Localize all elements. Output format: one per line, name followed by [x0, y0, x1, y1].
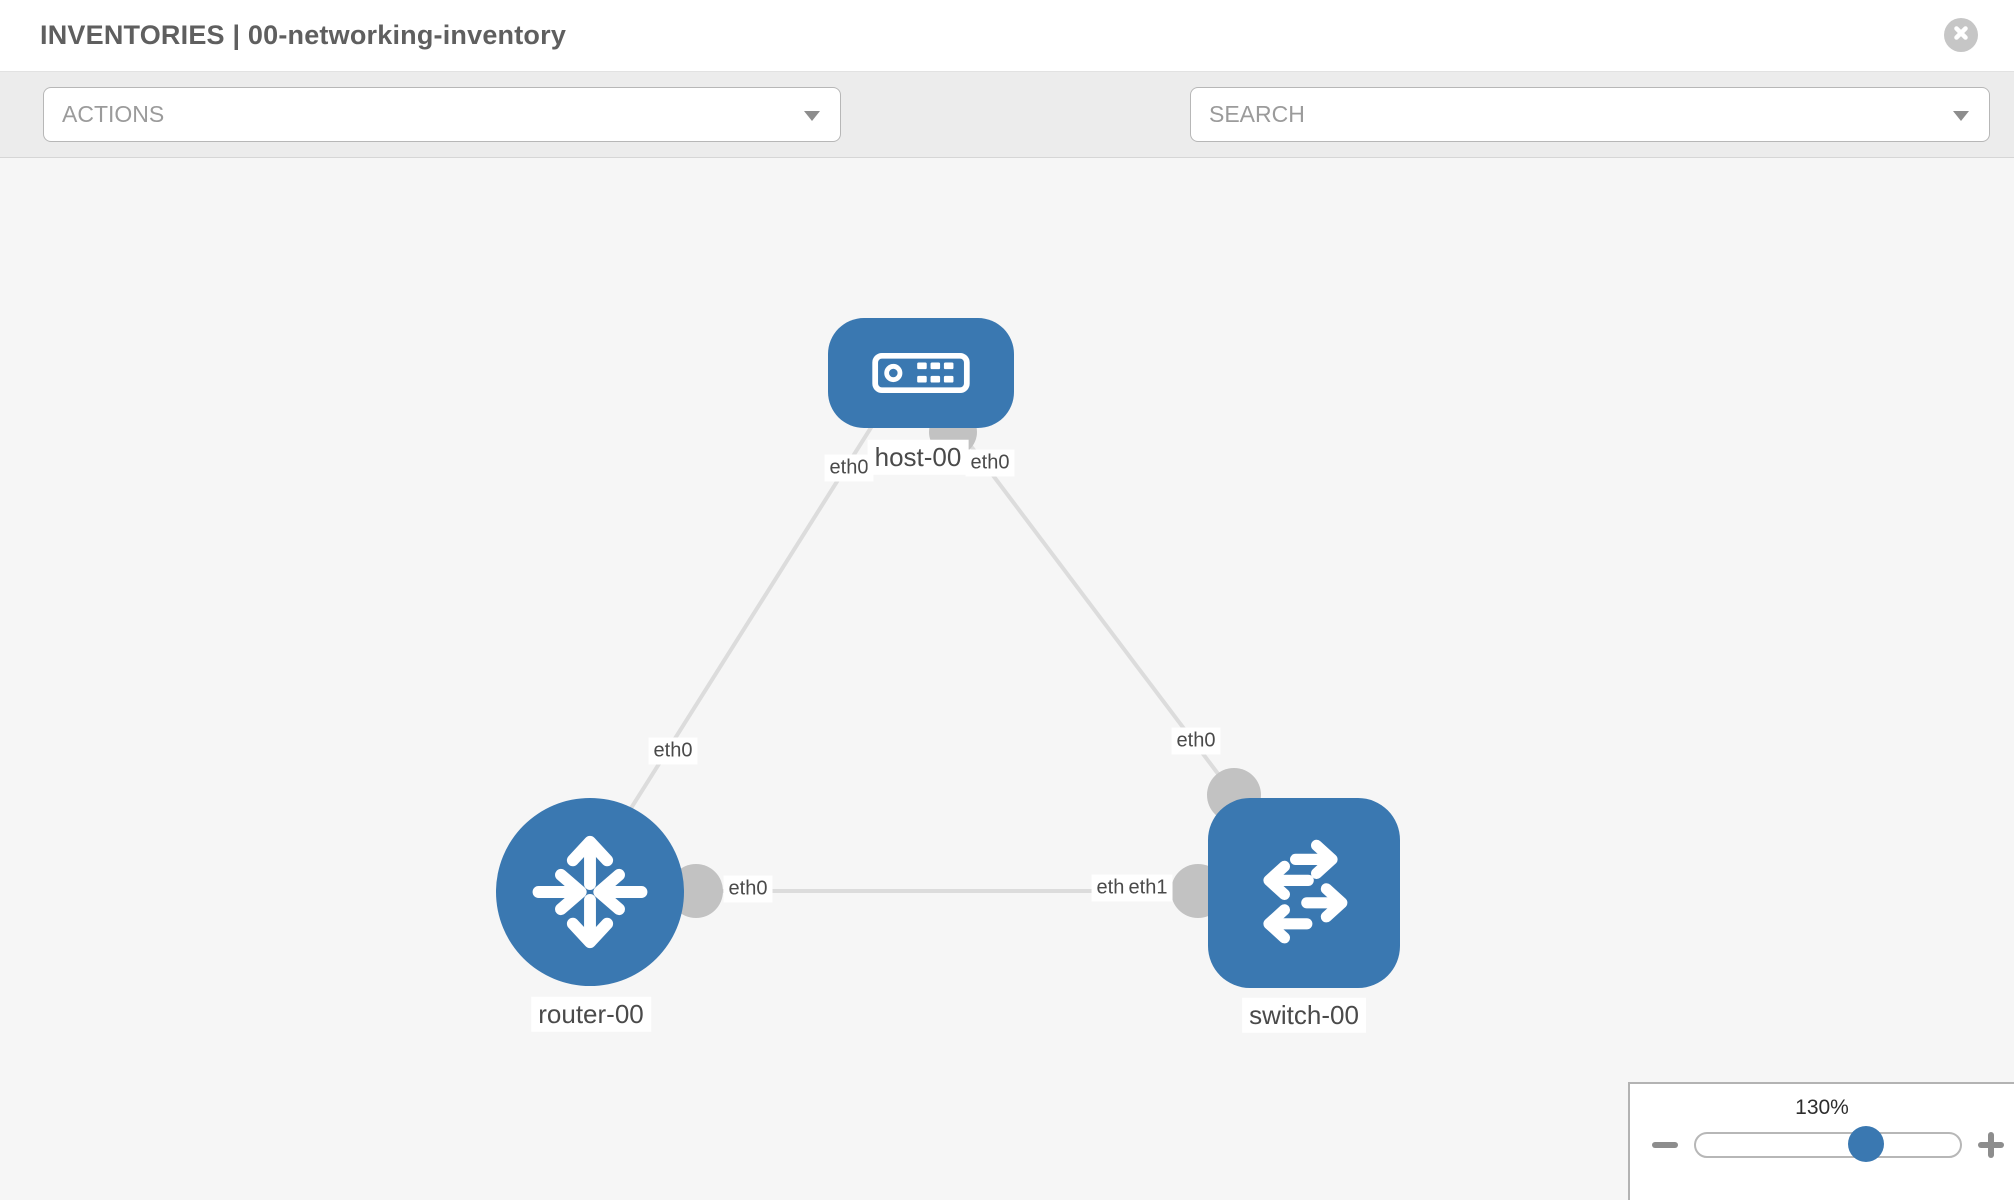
zoom-level-text: 130%: [1795, 1096, 1849, 1119]
iface-label: eth0: [965, 449, 1015, 477]
zoom-slider-handle[interactable]: [1848, 1126, 1885, 1162]
iface-label: eth0: [1171, 727, 1221, 755]
topology-canvas[interactable]: host-00 router-00 switch-00 eth0 eth0 et…: [0, 158, 2014, 1200]
node-label-switch: switch-00: [1242, 997, 1366, 1033]
node-router-00[interactable]: [496, 798, 684, 986]
node-label-router: router-00: [531, 996, 651, 1032]
zoom-control-panel: 130%: [1628, 1082, 2014, 1200]
zoom-slider[interactable]: [1694, 1126, 1962, 1162]
actions-dropdown-label: ACTIONS: [62, 101, 165, 127]
iface-label: eth0: [723, 875, 773, 903]
caret-down-icon: [804, 110, 820, 121]
actions-dropdown[interactable]: ACTIONS: [43, 87, 841, 142]
zoom-in-button[interactable]: [1978, 1132, 2004, 1158]
close-button[interactable]: [1944, 18, 1978, 52]
iface-label: eth0: [824, 454, 874, 482]
node-switch-00[interactable]: [1208, 798, 1400, 988]
iface-label: eth0: [648, 737, 698, 765]
topology-links-layer: [626, 408, 1261, 918]
caret-down-icon: [1953, 110, 1969, 121]
node-label-host: host-00: [867, 439, 969, 475]
search-dropdown[interactable]: SEARCH: [1190, 87, 1990, 142]
close-icon: [1952, 24, 1970, 47]
iface-label: eth1: [1123, 874, 1173, 902]
zoom-out-button[interactable]: [1652, 1132, 1678, 1158]
node-host-00[interactable]: [828, 318, 1014, 428]
toolbar: ACTIONS SEARCH: [0, 72, 2014, 205]
search-dropdown-label: SEARCH: [1209, 101, 1305, 127]
panel-header: INVENTORIES | 00-networking-inventory: [0, 0, 2014, 72]
page-title: INVENTORIES | 00-networking-inventory: [40, 20, 567, 50]
